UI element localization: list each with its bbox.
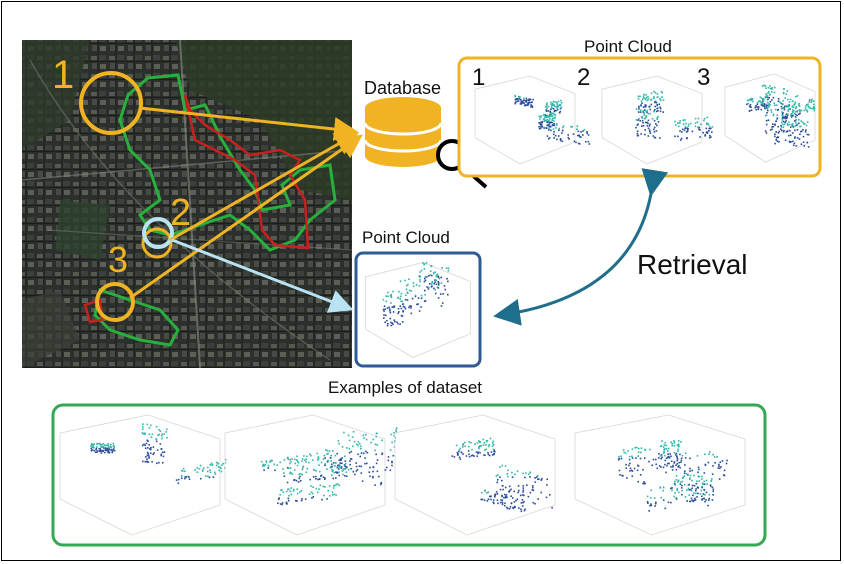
database-arrows [129,106,363,300]
example-cloud-1 [59,414,227,536]
point-cloud-1 [474,75,591,165]
query-cloud-title: Point Cloud [362,228,450,247]
database-icon [363,97,443,167]
point-cloud-3 [724,73,816,163]
query-arrow [171,238,354,313]
query-point-cloud [365,262,471,358]
example-cloud-3 [394,414,556,536]
retrieval-arrow [493,168,669,326]
map-marker-1-label: 1 [52,53,74,97]
cloud-number-1: 1 [472,64,485,91]
database-label: Database [364,78,441,98]
examples-box [51,403,767,547]
map-marker-2: 2 [141,192,191,259]
retrieval-label: Retrieval [637,249,747,280]
top-cloud-title: Point Cloud [584,37,672,56]
map-marker-3: 3 [95,239,135,322]
database-cloud-box [457,56,822,178]
query-cloud-box [354,251,482,368]
map-marker-3-label: 3 [108,239,128,280]
red-route [83,94,310,324]
map-marker-1: 1 [52,53,143,135]
point-cloud-2 [601,75,714,165]
example-cloud-2 [224,414,398,536]
example-cloud-4 [574,414,746,536]
cloud-number-2: 2 [577,64,590,91]
examples-title: Examples of dataset [328,378,482,397]
map-marker-2-label: 2 [170,192,191,234]
cloud-number-3: 3 [697,64,710,91]
query-location-circle [142,217,174,249]
